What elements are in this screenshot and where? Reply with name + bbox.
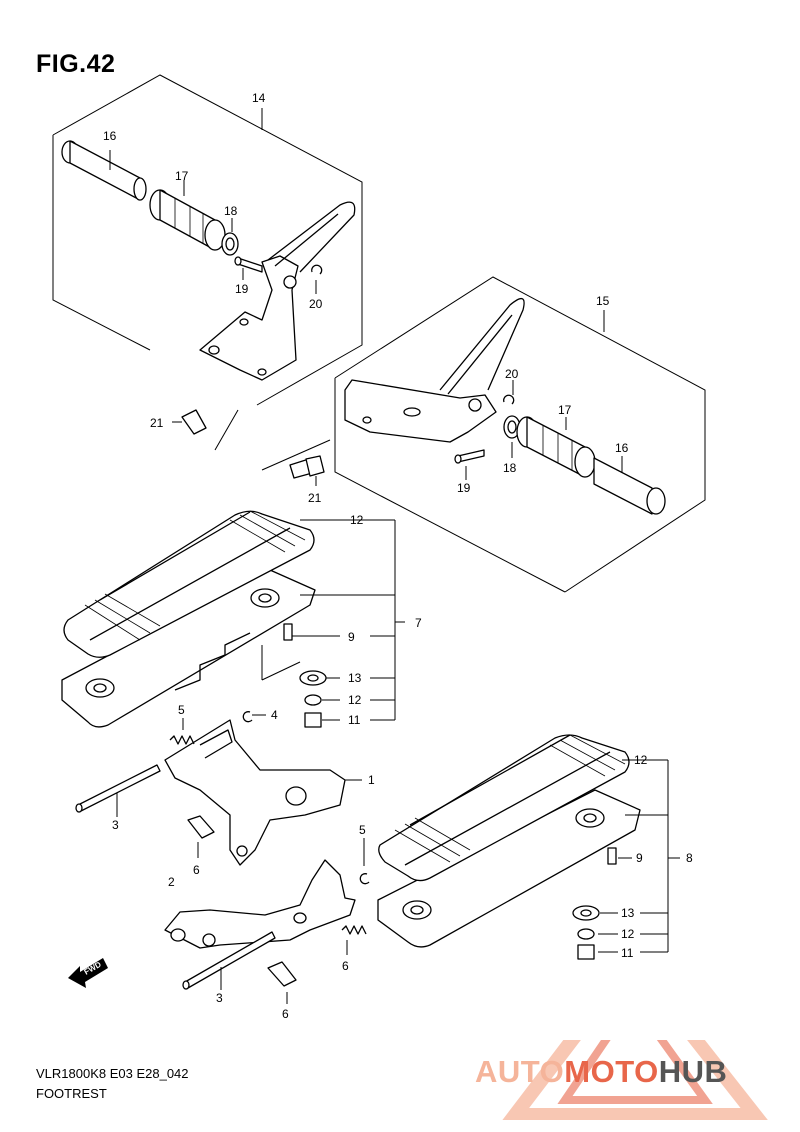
washer — [221, 218, 239, 256]
callout-12: 12 — [621, 927, 635, 941]
callout-4: 4 — [271, 708, 278, 722]
callout-13: 13 — [348, 671, 362, 685]
callout-bracket-7 — [292, 519, 405, 721]
e-clip — [359, 838, 370, 885]
footpeg-pin — [593, 456, 666, 515]
callout-8: 8 — [686, 851, 693, 865]
callout-17: 17 — [175, 169, 189, 183]
washer — [299, 670, 327, 686]
callout-bracket-8 — [598, 759, 680, 953]
callout-7: 7 — [415, 616, 422, 630]
callout-6: 6 — [282, 1007, 289, 1021]
callout-9: 9 — [636, 851, 643, 865]
flange-bolt — [267, 961, 297, 1004]
callout-15: 15 — [596, 294, 610, 308]
callout-3: 3 — [216, 991, 223, 1005]
flange-bolt — [172, 409, 239, 451]
watermark-part-1: AUTO — [475, 1054, 565, 1089]
callout-17: 17 — [558, 403, 572, 417]
forward-direction-arrow: FWD — [68, 958, 108, 988]
callout-19: 19 — [235, 282, 249, 296]
washer — [572, 905, 600, 921]
callout-9: 9 — [348, 630, 355, 644]
spring — [169, 718, 195, 745]
screw — [283, 623, 293, 641]
nut — [304, 712, 322, 728]
figure-title: FIG.42 — [36, 50, 116, 78]
watermark-part-2: MOTO — [564, 1054, 659, 1089]
callout-5: 6 — [342, 959, 349, 973]
watermark-part-3: HUB — [658, 1054, 728, 1089]
footpeg-rubber — [149, 180, 226, 251]
callout-13: 13 — [621, 906, 635, 920]
e-clip — [242, 711, 266, 723]
automotohub-watermark-logo — [502, 1040, 768, 1120]
assembly-box-15 — [261, 276, 706, 593]
clip — [311, 264, 323, 294]
callout-11: 11 — [621, 946, 634, 960]
callout-11: 11 — [348, 713, 361, 727]
callout-19: 19 — [457, 481, 471, 495]
spring — [341, 925, 367, 955]
floorboard-right — [377, 734, 641, 948]
callout-16: 16 — [103, 129, 117, 143]
callout-6: 6 — [193, 863, 200, 877]
footpeg-bracket-left — [199, 201, 356, 381]
callout-20: 20 — [309, 297, 323, 311]
callout-21: 21 — [150, 416, 164, 430]
hinge-pin — [75, 764, 161, 817]
washer — [577, 928, 595, 940]
hinge-pin — [182, 931, 276, 990]
clip — [503, 380, 515, 405]
clevis-pin — [234, 256, 263, 280]
callout-1: 1 — [368, 773, 375, 787]
callout-5: 5 — [178, 703, 185, 717]
callout-18: 18 — [224, 204, 238, 218]
floorboard-left — [61, 510, 316, 728]
callout-14: 14 — [252, 91, 266, 105]
watermark-text: AUTOMOTOHUB — [475, 1054, 727, 1090]
flange-bolt — [187, 815, 215, 858]
assembly-box-14 — [52, 74, 363, 406]
callout-18: 18 — [503, 461, 517, 475]
clevis-pin — [454, 449, 485, 480]
nut — [577, 944, 595, 960]
floorboard-hinge-bracket — [164, 719, 362, 866]
flange-bolt — [289, 455, 325, 486]
callout-16: 16 — [615, 441, 629, 455]
callout-3: 3 — [112, 818, 119, 832]
model-code: VLR1800K8 E03 E28_042 — [36, 1066, 189, 1081]
callout-10: 12 — [634, 753, 648, 767]
callout-2: 2 — [168, 875, 175, 889]
footpeg-pin — [61, 140, 147, 201]
footpeg-bracket-right — [344, 298, 525, 443]
callout-4: 5 — [359, 823, 366, 837]
callout-20: 20 — [505, 367, 519, 381]
callout-10: 12 — [350, 513, 364, 527]
callout-12: 12 — [348, 693, 362, 707]
section-name: FOOTREST — [36, 1086, 107, 1101]
callout-21: 21 — [308, 491, 322, 505]
washer — [304, 694, 322, 706]
footpeg-rubber — [516, 416, 596, 478]
screw — [607, 847, 617, 865]
